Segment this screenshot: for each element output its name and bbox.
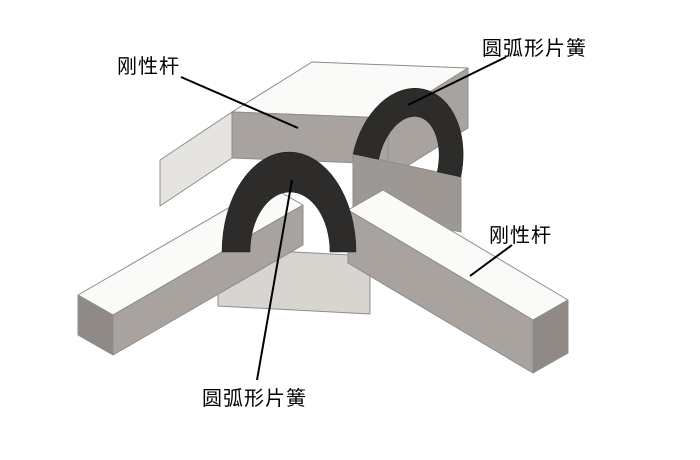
leader-line-arc-spring-top (407, 56, 507, 106)
middle-arc-leaf-spring (221, 151, 357, 253)
leader-line-rigid-rod-right (469, 244, 513, 277)
left-rod-end-cap (77, 294, 114, 356)
leader-line-rigid-rod-top (180, 76, 299, 129)
right-rod-end-cap (532, 299, 569, 374)
right-arc-leaf-spring (352, 88, 464, 178)
label-arc-spring-top: 圆弧形片簧 (482, 38, 587, 60)
right-arc-leaf-spring-group (352, 88, 464, 178)
label-rigid-rod-top: 刚性杆 (117, 56, 180, 78)
platform-step-face (159, 111, 233, 207)
leader-line-arc-spring-bottom (256, 179, 293, 381)
label-arc-spring-bottom: 圆弧形片簧 (202, 388, 307, 410)
label-rigid-rod-right: 刚性杆 (489, 225, 552, 247)
platform-front-right-face (387, 67, 469, 179)
